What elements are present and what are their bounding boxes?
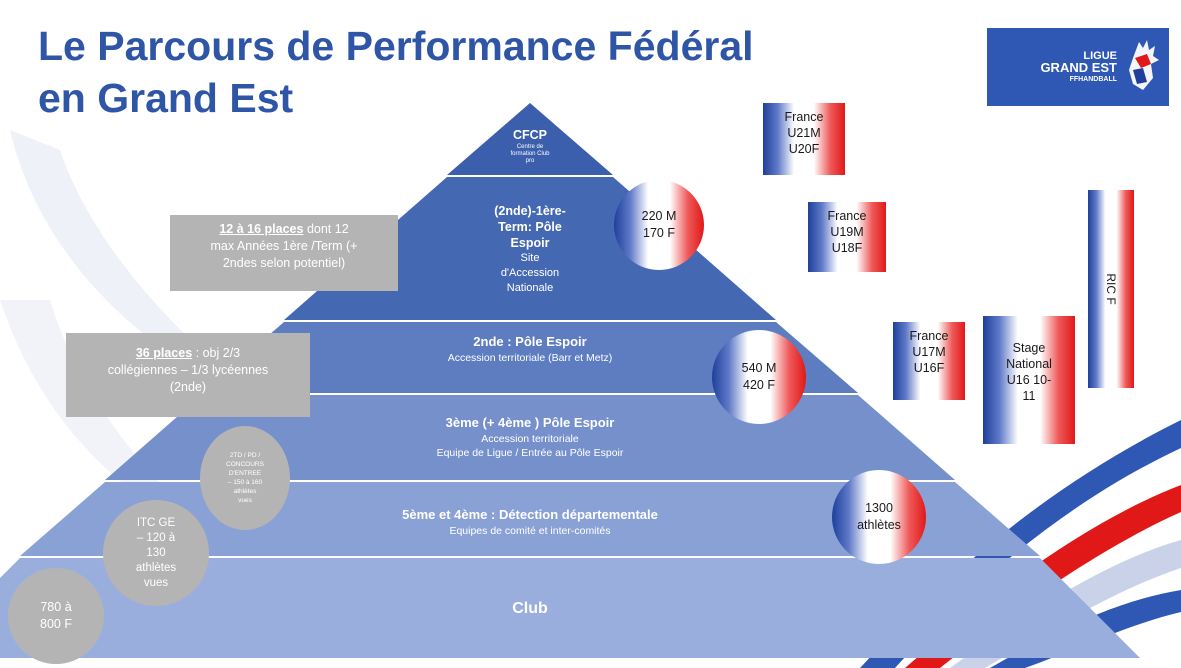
club-title: Club — [512, 600, 548, 617]
france-u21-line-2: U21M — [787, 126, 821, 140]
stage-national-box: Stage National U16 10- 11 — [983, 316, 1075, 444]
concours-line-6: vues — [238, 497, 252, 504]
seconde-subtitle: Accession territoriale (Barr et Metz) — [447, 352, 613, 364]
f780-line-1: 780 à — [40, 600, 72, 614]
places-36-line-3: (2nde) — [169, 380, 207, 394]
athletes-1300-line-2: athlètes — [857, 518, 901, 532]
concours-line-3: D'ENTREE — [228, 470, 262, 477]
stage-national-line-2: National — [1006, 357, 1052, 371]
itc-circle: ITC GE – 120 à 130 athlètes vues — [103, 500, 209, 606]
cfcp-subtitle: Centre de formation Club pro — [510, 144, 550, 164]
places-36-bold: 36 places — [135, 346, 193, 360]
places-12-16-line-2: max Années 1ère /Term (+ — [210, 239, 358, 253]
concours-line-2: CONCOURS — [226, 461, 264, 468]
pole-espoir-term-line-3: Espoir — [510, 236, 550, 250]
athletes-1300-circle: 1300 athlètes — [832, 470, 926, 564]
pole-espoir-term-sub-2: d'Accession — [500, 267, 560, 279]
france-u17-line-3: U16F — [913, 361, 945, 375]
places-36-box: 36 places : obj 2/3 collégiennes – 1/3 l… — [66, 333, 310, 417]
ligue-grand-est-logo: LIGUE GRAND EST FFHANDBALL — [987, 28, 1169, 106]
itc-line-1: ITC GE — [136, 516, 176, 529]
france-u21-box: France U21M U20F — [763, 103, 845, 175]
detection-title: 5ème et 4ème : Détection départementale — [402, 507, 658, 522]
france-u21-line-1: France — [784, 110, 824, 124]
places-36-line-1: : obj 2/3 — [195, 346, 241, 360]
stage-national-line-3: U16 10- — [1006, 373, 1052, 387]
athletes-220-line-2: 170 F — [643, 226, 675, 240]
concours-circle: 2TD / PD / CONCOURS D'ENTREE – 150 à 160… — [200, 426, 290, 530]
athletes-1300-line-1: 1300 — [865, 501, 893, 515]
places-12-16-line-3: 2ndes selon potentiel) — [222, 256, 346, 270]
concours-line-1: 2TD / PD / — [229, 452, 261, 459]
cfcp-title: CFCP — [512, 128, 548, 142]
itc-line-2: – 120 à — [136, 531, 176, 544]
tier-club — [0, 558, 1140, 658]
ric-f-label: RIC F — [1104, 273, 1118, 305]
france-u17-line-1: France — [909, 329, 949, 343]
athletes-220-circle: 220 M 170 F — [614, 180, 704, 270]
tier-cfcp — [447, 103, 613, 175]
tier-seconde — [202, 322, 858, 393]
logo-line-2: GRAND EST — [1040, 60, 1117, 75]
f780-line-2: 800 F — [40, 617, 72, 631]
stage-national-line-4: 11 — [1022, 389, 1036, 403]
france-u17-box: France U17M U16F — [893, 322, 965, 400]
seconde-title: 2nde : Pôle Espoir — [473, 334, 587, 349]
club-label: Club — [430, 600, 630, 618]
itc-line-4: athlètes — [135, 561, 177, 574]
f780-circle: 780 à 800 F — [8, 568, 104, 664]
places-12-16-bold: 12 à 16 places — [219, 222, 304, 236]
pole-espoir-term-sub-3: Nationale — [506, 282, 554, 294]
troisieme-sub-1: Accession territoriale — [481, 433, 579, 445]
france-u19-line-3: U18F — [831, 241, 863, 255]
itc-line-5: vues — [143, 576, 169, 589]
detection-label: 5ème et 4ème : Détection départementale … — [300, 506, 760, 538]
pole-espoir-term-sub-1: Site — [520, 252, 540, 264]
france-u17-line-2: U17M — [912, 345, 946, 359]
france-u19-line-2: U19M — [830, 225, 864, 239]
france-u19-line-1: France — [827, 209, 867, 223]
troisieme-title: 3ème (+ 4ème ) Pôle Espoir — [445, 415, 615, 430]
seconde-label: 2nde : Pôle Espoir Accession territorial… — [350, 333, 710, 366]
ric-f-box: RIC F — [1088, 190, 1134, 388]
athletes-540-line-1: 540 M — [741, 361, 777, 375]
detection-subtitle: Equipes de comité et inter-comités — [449, 525, 611, 537]
pole-espoir-term-line-2: Term: Pôle — [498, 220, 562, 234]
places-12-16-box: 12 à 16 places dont 12 max Années 1ère /… — [170, 215, 398, 291]
cfcp-label: CFCP Centre de formation Club pro — [480, 128, 580, 165]
troisieme-label: 3ème (+ 4ème ) Pôle Espoir Accession ter… — [330, 414, 730, 460]
france-u19-box: France U19M U18F — [808, 202, 886, 272]
athletes-540-circle: 540 M 420 F — [712, 330, 806, 424]
stage-national-line-1: Stage — [1012, 341, 1046, 355]
france-u21-line-3: U20F — [788, 142, 820, 156]
troisieme-sub-2: Equipe de Ligue / Entrée au Pôle Espoir — [436, 447, 624, 459]
logo-line-1: LIGUE — [1083, 50, 1117, 62]
pole-espoir-term-label: (2nde)-1ère- Term: Pôle Espoir Site d'Ac… — [445, 203, 615, 296]
itc-line-3: 130 — [146, 546, 166, 559]
slide-title-line-2: en Grand Est — [38, 75, 294, 121]
logo-line-3: FFHANDBALL — [1069, 76, 1117, 83]
concours-line-5: athlètes — [233, 488, 257, 495]
pole-espoir-term-line-1: (2nde)-1ère- — [494, 204, 566, 218]
concours-line-4: – 150 à 160 — [227, 479, 263, 486]
rooster-icon — [1129, 40, 1159, 90]
slide-title-line-1: Le Parcours de Performance Fédéral — [38, 23, 754, 69]
athletes-540-line-2: 420 F — [743, 378, 775, 392]
places-36-line-2: collégiennes – 1/3 lycéennes — [107, 363, 269, 377]
places-12-16-line-1: dont 12 — [306, 222, 349, 236]
athletes-220-line-1: 220 M — [641, 209, 677, 223]
